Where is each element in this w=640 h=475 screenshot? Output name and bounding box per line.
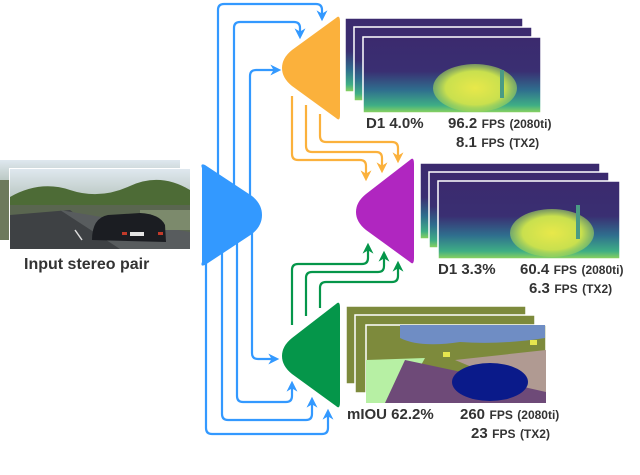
segmentation-fps-2080ti: 260 FPS (2080ti) bbox=[460, 406, 559, 424]
refinement-decoder-icon bbox=[356, 158, 414, 264]
refined-disparity-output-images bbox=[419, 162, 621, 260]
fps-value: 6.3 bbox=[529, 280, 550, 297]
input-stereo-pair-images bbox=[0, 160, 191, 250]
fps-value: 260 bbox=[460, 406, 486, 423]
disparity-metric: D1 4.0% bbox=[366, 115, 424, 132]
segmentation-decoder-icon bbox=[282, 302, 340, 408]
disparity-to-refinement-connections bbox=[290, 96, 404, 182]
device-label: (2080ti) bbox=[517, 408, 560, 422]
segmentation-fps-tx2: 23 FPS (TX2) bbox=[471, 425, 550, 443]
disparity-fps-tx2: 8.1 FPS (TX2) bbox=[456, 134, 539, 152]
segmentation-to-refinement-connections bbox=[290, 242, 404, 325]
device-label: (TX2) bbox=[582, 282, 613, 296]
input-caption: Input stereo pair bbox=[24, 256, 150, 273]
fps-unit: FPS bbox=[492, 427, 516, 441]
refined-disparity-fps-tx2: 6.3 FPS (TX2) bbox=[529, 280, 612, 298]
fps-value: 8.1 bbox=[456, 134, 477, 151]
fps-unit: FPS bbox=[489, 408, 513, 422]
refined-disparity-fps-2080ti: 60.4 FPS (2080ti) bbox=[520, 261, 623, 279]
fps-value: 96.2 bbox=[448, 115, 478, 132]
device-label: (TX2) bbox=[509, 136, 540, 150]
disparity-output-images bbox=[344, 17, 542, 114]
fps-unit: FPS bbox=[481, 136, 505, 150]
fps-value: 23 bbox=[471, 425, 488, 442]
segmentation-output-images bbox=[345, 305, 547, 404]
device-label: (2080ti) bbox=[509, 117, 552, 131]
fps-unit: FPS bbox=[481, 117, 505, 131]
disparity-fps-2080ti: 96.2 FPS (2080ti) bbox=[448, 115, 551, 133]
fps-unit: FPS bbox=[554, 282, 578, 296]
device-label: (2080ti) bbox=[581, 263, 624, 277]
encoder-connections bbox=[204, 2, 334, 436]
fps-value: 60.4 bbox=[520, 261, 550, 278]
disparity-decoder-icon bbox=[282, 16, 340, 120]
segmentation-metric: mIOU 62.2% bbox=[347, 406, 434, 423]
refined-disparity-metric: D1 3.3% bbox=[438, 261, 496, 278]
encoder-trapezoid-icon bbox=[201, 164, 262, 266]
fps-unit: FPS bbox=[553, 263, 577, 277]
device-label: (TX2) bbox=[519, 427, 550, 441]
